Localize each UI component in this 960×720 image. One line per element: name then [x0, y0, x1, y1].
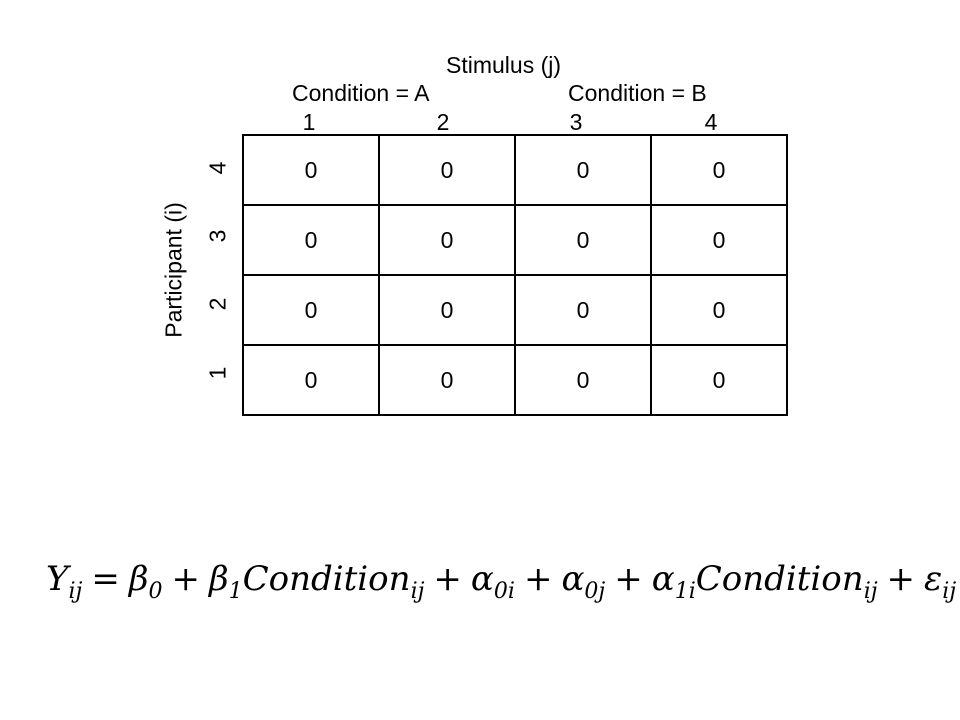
grid-row: 0 0 0 0 — [242, 274, 788, 346]
grid-cell: 0 — [242, 344, 380, 416]
equation-operator: = — [91, 559, 120, 599]
equation-term-subscript: 0 — [148, 579, 163, 604]
equation-term-subscript: 0j — [584, 579, 606, 604]
stimulus-axis-title: Stimulus (j) — [446, 52, 562, 78]
participant-stimulus-grid: 0 0 0 0 0 0 0 0 0 0 0 0 0 0 0 0 — [242, 134, 788, 416]
equation-term: β1 — [208, 559, 243, 603]
column-label: 1 — [302, 109, 316, 135]
equation-term-base: Y — [46, 559, 69, 599]
equation-term-base: α — [651, 559, 675, 599]
model-equation: Yij=β0+β1Conditionij+α0i+α0j+α1iConditio… — [46, 559, 956, 603]
equation-term-base: β — [208, 559, 229, 599]
grid-cell: 0 — [514, 204, 652, 276]
grid-row: 0 0 0 0 — [242, 344, 788, 416]
row-label: 1 — [204, 366, 231, 380]
grid-cell: 0 — [242, 274, 380, 346]
equation-term-subscript: ij — [863, 579, 878, 604]
grid-cell: 0 — [514, 134, 652, 206]
equation-term-base: β — [128, 559, 149, 599]
grid-cell: 0 — [514, 274, 652, 346]
grid-cell: 0 — [378, 134, 516, 206]
grid-cell: 0 — [378, 274, 516, 346]
equation-term-base: Condition — [695, 559, 864, 599]
column-label: 2 — [436, 109, 450, 135]
grid-cell: 0 — [514, 344, 652, 416]
equation-operator: + — [614, 559, 643, 599]
equation-term: α1i — [651, 559, 696, 603]
equation-term: α0j — [561, 559, 605, 603]
equation-operator: + — [171, 559, 200, 599]
equation-term: Conditionij — [695, 559, 878, 603]
row-label: 3 — [204, 229, 231, 243]
equation-term-subscript: 0i — [493, 579, 515, 604]
equation-term: Yij — [46, 559, 82, 603]
equation-term-base: Condition — [242, 559, 411, 599]
condition-b-label: Condition = B — [568, 80, 707, 106]
row-label: 2 — [204, 297, 231, 311]
equation-term-base: ε — [924, 559, 943, 599]
equation-term-subscript: ij — [410, 579, 425, 604]
grid-cell: 0 — [378, 204, 516, 276]
grid-cell: 0 — [650, 274, 788, 346]
grid-cell: 0 — [650, 204, 788, 276]
equation-term-subscript: 1i — [674, 579, 696, 604]
equation-term-subscript: ij — [68, 579, 83, 604]
equation-term: εij — [924, 559, 956, 603]
equation-term: α0i — [470, 559, 515, 603]
equation-term: Conditionij — [242, 559, 425, 603]
grid-cell: 0 — [650, 134, 788, 206]
equation-term-subscript: ij — [942, 579, 957, 604]
condition-a-label: Condition = A — [292, 80, 430, 106]
equation-operator: + — [433, 559, 462, 599]
equation-operator: + — [523, 559, 553, 599]
equation-operator: + — [886, 559, 916, 599]
participant-axis-title: Participant (i) — [160, 202, 187, 338]
equation-term-subscript: 1 — [228, 579, 243, 604]
equation-term: β0 — [128, 559, 163, 603]
equation-term-base: α — [470, 559, 494, 599]
column-label: 3 — [569, 109, 583, 135]
row-label: 4 — [204, 161, 231, 175]
grid-row: 0 0 0 0 — [242, 204, 788, 276]
grid-row: 0 0 0 0 — [242, 134, 788, 206]
grid-cell: 0 — [650, 344, 788, 416]
equation-term-base: α — [561, 559, 585, 599]
column-label: 4 — [704, 109, 718, 135]
grid-cell: 0 — [378, 344, 516, 416]
grid-cell: 0 — [242, 134, 380, 206]
grid-cell: 0 — [242, 204, 380, 276]
